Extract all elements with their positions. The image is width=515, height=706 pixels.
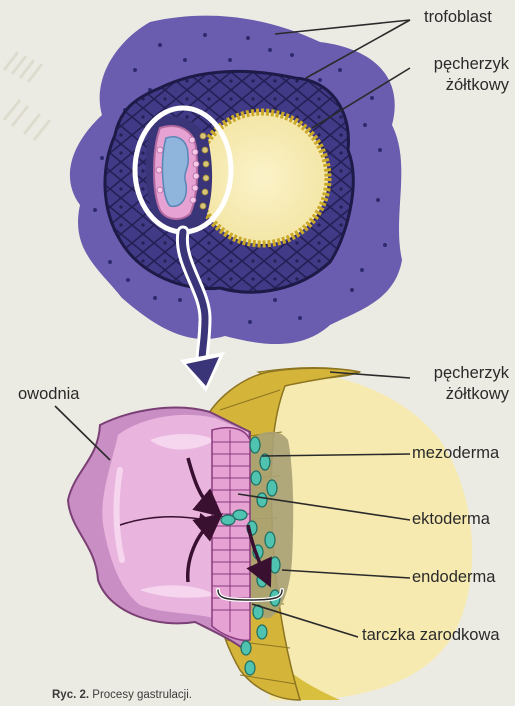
label-yolk-sac-bottom-line2: żółtkowy bbox=[446, 385, 509, 404]
label-yolk-sac-bottom-line1: pęcherzyk bbox=[434, 364, 509, 383]
caption-text: Procesy gastrulacji. bbox=[92, 689, 192, 701]
label-yolk-sac-top-line2: żółtkowy bbox=[446, 76, 509, 95]
label-germ-disc: tarczka zarodkowa bbox=[362, 626, 500, 645]
label-yolk-sac-top-line1: pęcherzyk bbox=[434, 55, 509, 74]
label-trofoblast: trofoblast bbox=[424, 8, 492, 27]
decorative-stripes bbox=[4, 52, 50, 140]
caption-number: Ryc. 2. bbox=[52, 689, 89, 701]
label-ectoderm: ektoderma bbox=[412, 510, 490, 529]
label-amnion: owodnia bbox=[18, 385, 79, 404]
embryoblast-top bbox=[146, 116, 212, 229]
yolk-sac-top bbox=[196, 112, 328, 244]
label-mesoderm: mezoderma bbox=[412, 444, 499, 463]
label-endoderm: endoderma bbox=[412, 568, 495, 587]
ectoderm-layer bbox=[212, 428, 250, 641]
figure-caption: Ryc. 2. Procesy gastrulacji. bbox=[52, 689, 192, 701]
